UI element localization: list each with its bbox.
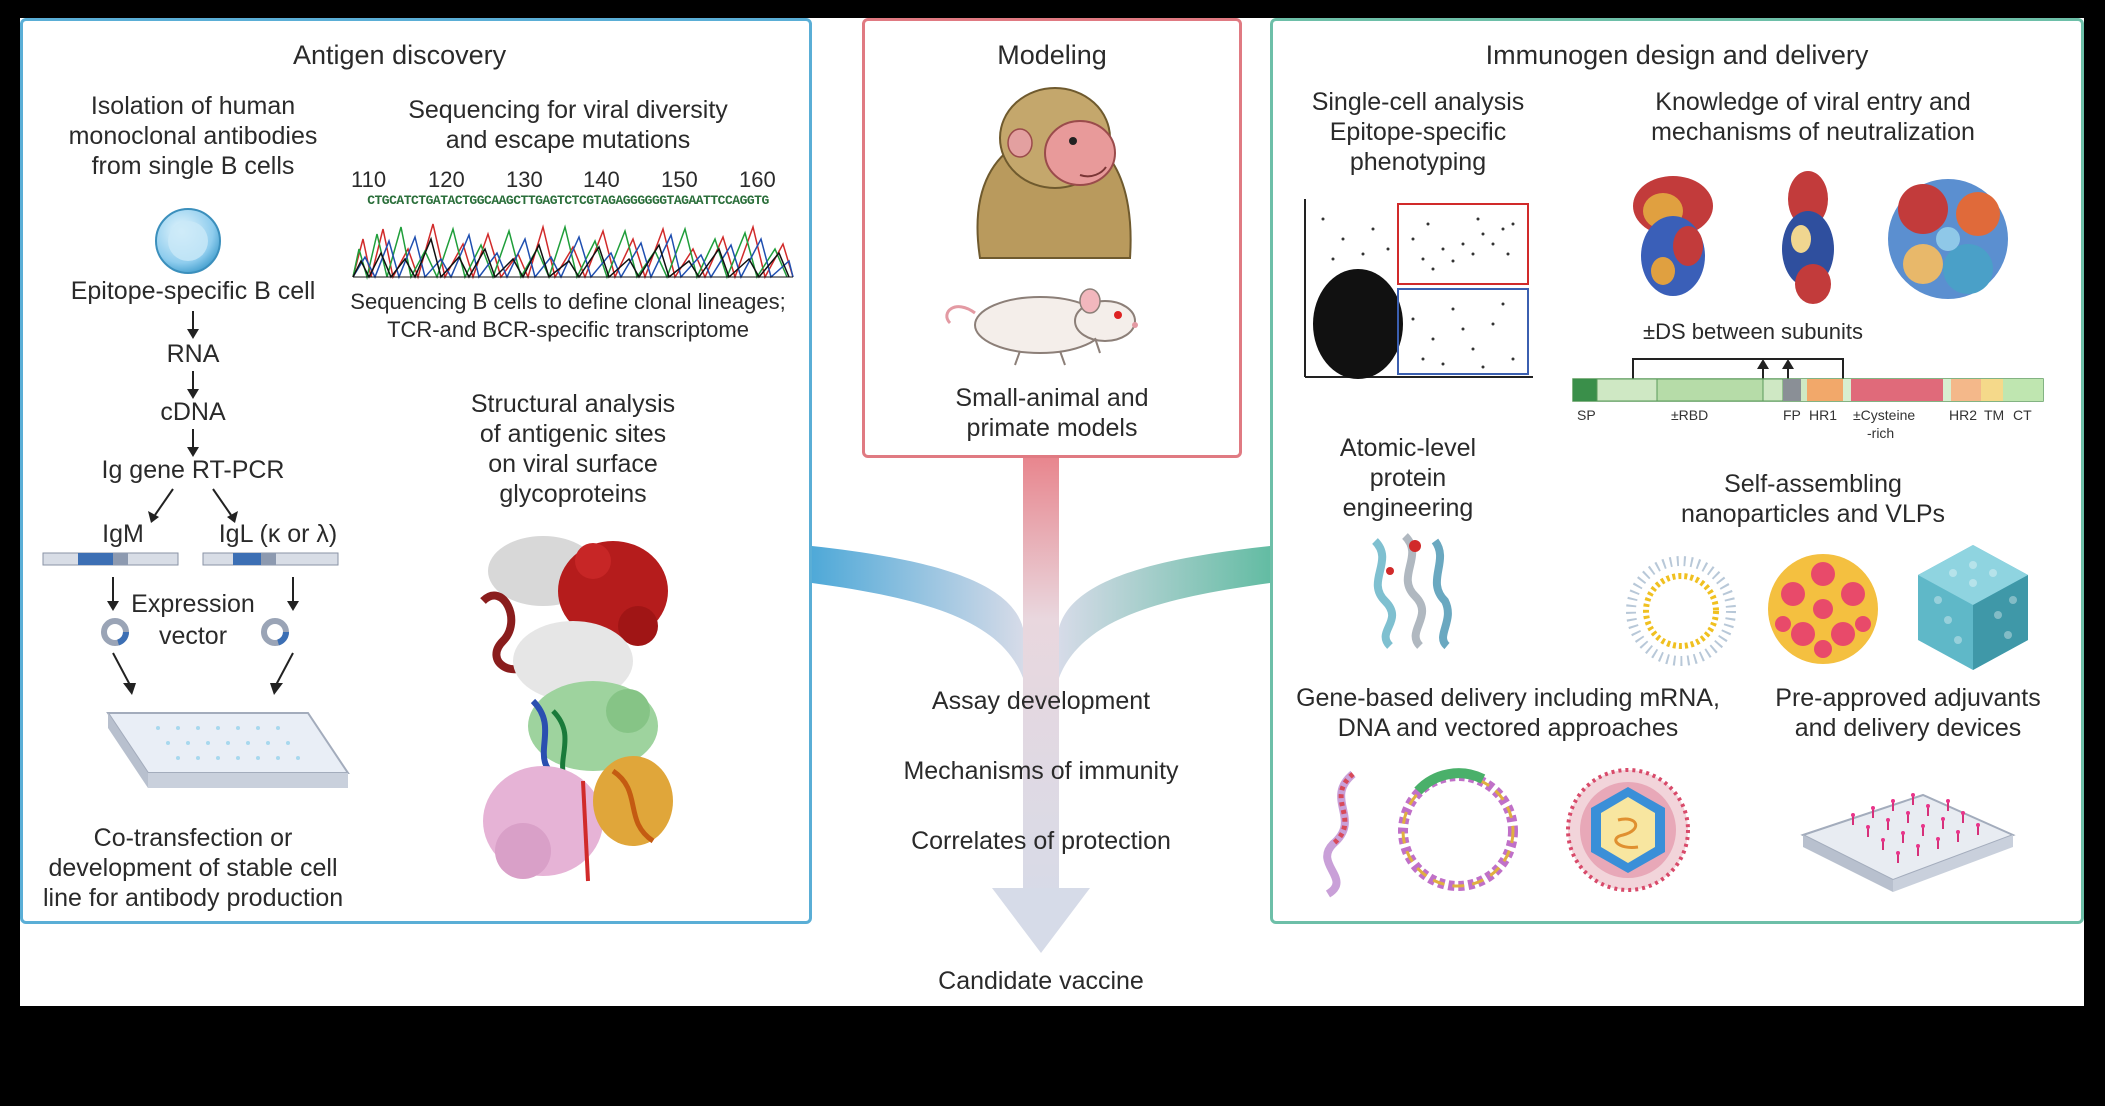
antigen-discovery-panel: Antigen discovery Isolation of human mon… (20, 18, 812, 924)
structural-line-4: glycoproteins (499, 480, 647, 508)
flow-arrows-split (148, 488, 238, 523)
modeling-panel: Modeling Small-animal and primate models (862, 18, 1242, 458)
rna-label: RNA (166, 340, 220, 368)
structural-line-1: Structural analysis (470, 390, 676, 418)
seq-tick-140: 140 (583, 167, 620, 192)
culture-plate-icon (106, 712, 350, 788)
spike-domain-bar (1572, 358, 2044, 402)
flow-arrow-3 (187, 429, 199, 457)
domain-fp: FP (1783, 407, 1801, 423)
bcell-label: Epitope-specific B cell (70, 277, 316, 305)
sequencing-caption-line-1: Sequencing B cells to define clonal line… (350, 289, 786, 314)
seq-tick-150: 150 (661, 167, 698, 192)
expression-line-2: vector (158, 622, 228, 650)
plasmid-icon-left (101, 618, 129, 646)
sequencing-title-line-1: Sequencing for viral diversity (408, 96, 728, 124)
rtpcr-label: Ig gene RT-PCR (101, 456, 285, 484)
microneedle-patch-icon (1800, 793, 2016, 892)
domain-rbd: ±RBD (1671, 407, 1709, 423)
isolation-line-3: from single B cells (91, 152, 295, 180)
chromatogram (352, 223, 794, 280)
domain-hr2: HR2 (1949, 407, 1978, 423)
correlates-of-protection-label: Correlates of protection (911, 827, 1171, 855)
structural-line-3: on viral surface (488, 450, 658, 478)
immunogen-panel: Immunogen design and delivery Single-cel… (1270, 18, 2084, 924)
igl-label: IgL (κ or λ) (218, 520, 338, 548)
gene-based-line-1: Gene-based delivery including mRNA, (1296, 684, 1720, 712)
modeling-caption-line-1: Small-animal and (955, 384, 1149, 412)
spike-protein-structure-middle (1782, 171, 1834, 304)
ds-label: ±DS between subunits (1643, 319, 1863, 344)
spike-protein-structure-left (1633, 176, 1713, 296)
flow-arrow-2 (187, 371, 199, 399)
sequencing-caption-line-2: TCR-and BCR-specific transcriptome (387, 317, 749, 342)
flow-arrow-1 (187, 311, 199, 339)
plasmid-icon-right (261, 618, 289, 646)
primate-icon (976, 87, 1132, 259)
seq-tick-110: 110 (351, 167, 387, 192)
atomic-line-3: engineering (1342, 494, 1474, 522)
pre-approved-line-1: Pre-approved adjuvants (1775, 684, 2041, 712)
single-cell-line-2: Epitope-specific (1329, 118, 1507, 146)
plate-arrows (112, 652, 294, 695)
spike-protein-structure-right (1888, 179, 2008, 299)
domain-tm: TM (1984, 407, 2005, 423)
protein-engineering-structure (1371, 533, 1452, 650)
domain-sp: SP (1577, 407, 1596, 423)
diagram-canvas: Antigen discovery Isolation of human mon… (20, 18, 2084, 1006)
modeling-caption-line-2: primate models (966, 414, 1138, 442)
expression-arrows (107, 577, 299, 611)
mouse-icon (945, 288, 1138, 366)
b-cell-icon (155, 208, 221, 274)
seq-tick-160: 160 (739, 167, 776, 192)
knowledge-line-2: mechanisms of neutralization (1651, 118, 1975, 146)
sequencing-title-line-2: and escape mutations (445, 126, 691, 154)
cotransfection-line-1: Co-transfection or (93, 824, 293, 852)
expression-line-1: Expression (131, 590, 255, 618)
knowledge-line-1: Knowledge of viral entry and (1655, 88, 1971, 116)
isolation-line-2: monoclonal antibodies (68, 122, 318, 150)
pre-approved-line-2: and delivery devices (1794, 714, 2022, 742)
modeling-title: Modeling (997, 40, 1107, 70)
liposome-icon (1626, 556, 1736, 666)
candidate-vaccine-label: Candidate vaccine (938, 967, 1144, 995)
atomic-line-2: protein (1369, 464, 1447, 492)
ig-gene-bars (42, 552, 339, 566)
mechanisms-of-immunity-label: Mechanisms of immunity (903, 757, 1179, 785)
isolation-line-1: Isolation of human (90, 92, 296, 120)
seq-tick-130: 130 (506, 167, 543, 192)
self-assembling-line-2: nanoparticles and VLPs (1680, 500, 1946, 528)
central-flow-arrows (812, 458, 1270, 953)
antigen-title: Antigen discovery (293, 40, 507, 70)
domain-hr1: HR1 (1809, 407, 1838, 423)
gene-based-line-2: DNA and vectored approaches (1337, 714, 1679, 742)
self-assembling-line-1: Self-assembling (1724, 470, 1902, 498)
domain-cysteine-line-1: ±Cysteine (1853, 407, 1916, 423)
flow-cytometry-plot (1304, 199, 1533, 379)
plasmid-dna-icon (1398, 768, 1518, 891)
cotransfection-line-2: development of stable cell (48, 854, 338, 882)
mrna-icon (1323, 770, 1356, 898)
viral-vector-icon (1566, 768, 1690, 892)
dna-sequence: CTGCATCTGATACTGGCAAGCTTGAGTCTCGTAGAGGGGG… (367, 193, 769, 208)
nanoparticle-icon (1768, 554, 1878, 664)
domain-cysteine-line-2: -rich (1867, 425, 1895, 441)
igm-label: IgM (102, 520, 144, 548)
seq-tick-120: 120 (428, 167, 465, 192)
atomic-line-1: Atomic-level (1339, 434, 1477, 462)
cotransfection-line-3: line for antibody production (43, 884, 344, 912)
immunogen-title: Immunogen design and delivery (1485, 40, 1869, 70)
structural-line-2: of antigenic sites (479, 420, 667, 448)
single-cell-line-1: Single-cell analysis (1311, 88, 1525, 116)
single-cell-line-3: phenotyping (1349, 148, 1487, 176)
cdna-label: cDNA (160, 398, 226, 426)
glycoprotein-structure-image (480, 536, 673, 882)
vlp-icon (1918, 545, 2028, 670)
assay-development-label: Assay development (931, 687, 1151, 715)
domain-ct: CT (2013, 407, 2032, 423)
